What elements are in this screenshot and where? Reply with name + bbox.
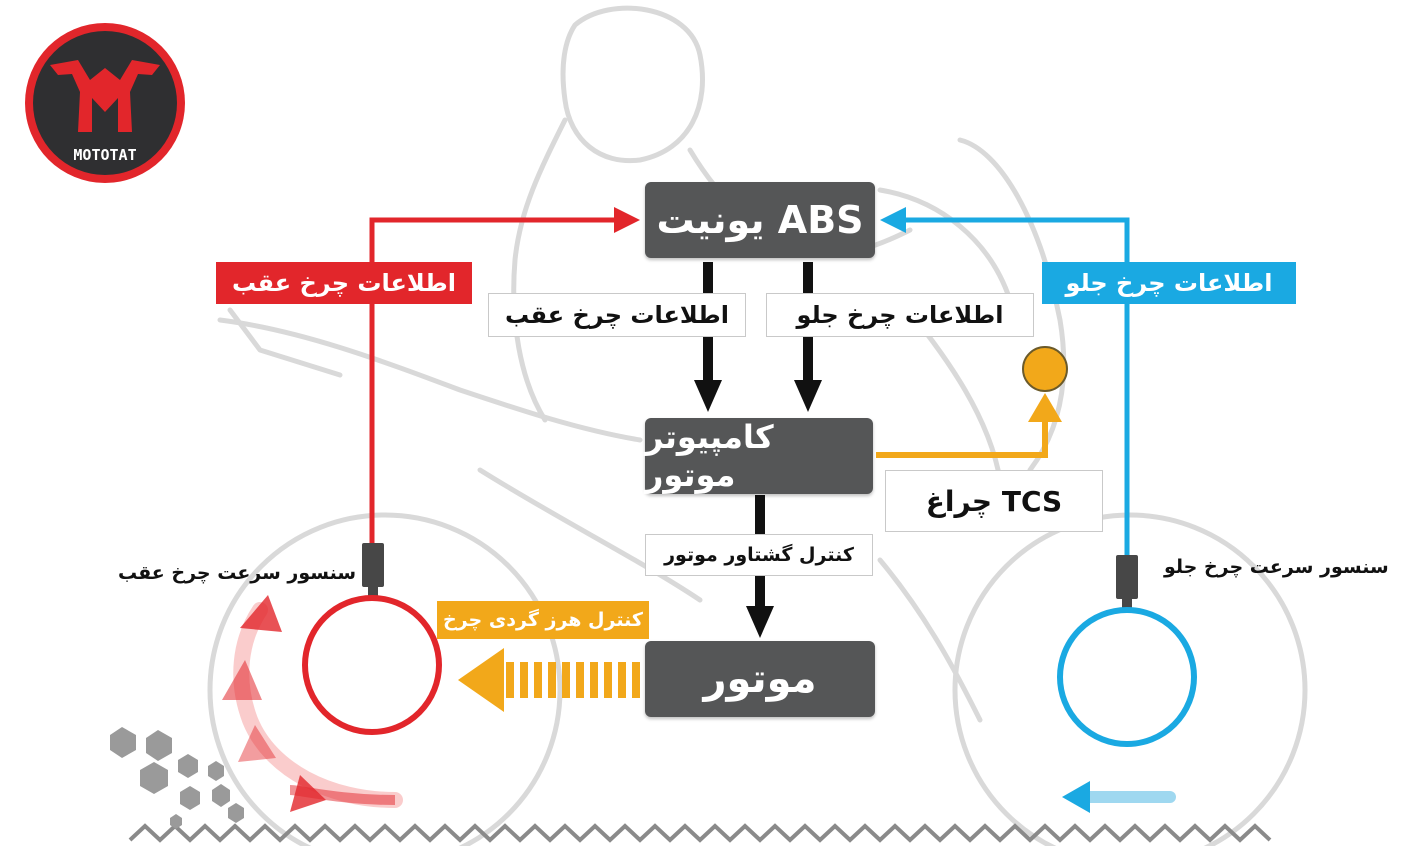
abs-unit-box: یونیت ABS [645, 182, 875, 258]
rear-wheel-info-label: اطلاعات چرخ عقب [216, 262, 472, 304]
front-wheel-info-center-label: اطلاعات چرخ جلو [766, 293, 1034, 337]
rear-wheel-signal-line [369, 207, 640, 545]
svg-text:MOTOTAT: MOTOTAT [73, 146, 136, 164]
gravel-debris [110, 727, 244, 829]
front-wheel-motion-arrow [1062, 781, 1176, 813]
front-wheel-signal-line [880, 207, 1130, 555]
rear-wheel-spin-arrow [222, 595, 403, 812]
tcs-light-label: چراغ TCS [885, 470, 1103, 532]
ground-line [128, 823, 1272, 843]
tcs-lamp-icon [1022, 346, 1068, 392]
engine-torque-control-label: کنترل گشتاور موتور [645, 534, 873, 576]
front-speed-sensor-icon [1116, 555, 1138, 599]
mototat-logo: MOTOTAT [20, 20, 190, 186]
front-wheel-info-label: اطلاعات چرخ جلو [1042, 262, 1296, 304]
front-speed-sensor-label: سنسور سرعت چرخ جلو [1164, 556, 1389, 578]
front-wheel-ring [1057, 607, 1197, 747]
rear-wheel-ring [302, 595, 442, 735]
wheel-spin-control-arrow [458, 648, 640, 712]
tcs-signal-line [876, 393, 1062, 458]
rear-speed-sensor-label: سنسور سرعت چرخ عقب [118, 562, 357, 584]
engine-box: موتور [645, 641, 875, 717]
rear-speed-sensor-icon [362, 543, 384, 587]
rear-wheel-info-center-label: اطلاعات چرخ عقب [488, 293, 746, 337]
engine-computer-box: کامپیوتر موتور [645, 418, 873, 494]
wheel-spin-control-label: کنترل هرز گردی چرخ [437, 601, 649, 639]
